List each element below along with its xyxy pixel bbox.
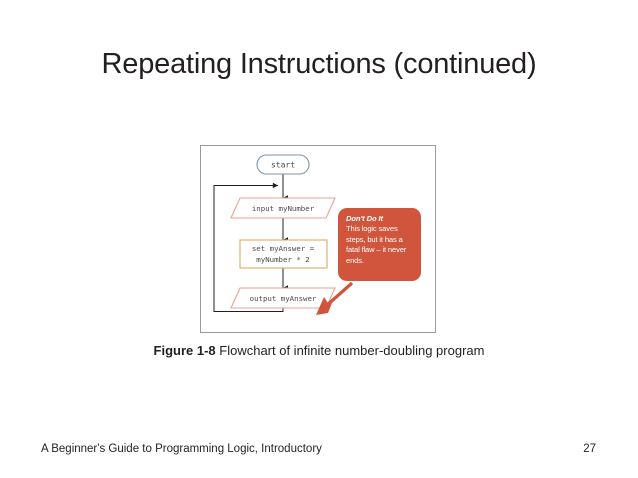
callout-line: This logic saves: [346, 224, 398, 233]
flowchart-node-process-label-line2: myNumber * 2: [256, 255, 309, 264]
callout-line: fatal flaw – it never: [346, 245, 407, 255]
flowchart-node-process: set myAnswer = myNumber * 2: [239, 239, 328, 269]
loop-back-connector: [213, 182, 283, 312]
flowchart-node-process-label-line1: set myAnswer =: [252, 244, 315, 253]
flowchart-node-output: output myAnswer: [230, 287, 336, 309]
callout-pointer-arrow: [316, 281, 354, 315]
callout-body: This logic saves steps, but it has a fat…: [346, 224, 414, 266]
flowchart-node-output-label: output myAnswer: [250, 294, 317, 303]
footer-page-number: 27: [583, 443, 596, 455]
figure-caption-text: Flowchart of infinite number-doubling pr…: [215, 343, 485, 358]
callout-box: Don't Do It This logic saves steps, but …: [338, 208, 421, 281]
callout-line: steps, but it has a: [346, 234, 403, 244]
flowchart-node-input: input myNumber: [230, 197, 336, 219]
callout-heading: Don't Do It: [346, 214, 383, 223]
page-title: Repeating Instructions (continued): [101, 48, 537, 80]
footer-book-title: A Beginner's Guide to Programming Logic,…: [41, 443, 322, 455]
callout-line: ends.: [346, 255, 364, 265]
figure-caption: Figure 1-8 Flowchart of infinite number-…: [0, 343, 638, 358]
flowchart-diagram: start input myNumber set myAnswer = myNu…: [213, 154, 354, 315]
figure-caption-label: Figure 1-8: [153, 343, 216, 358]
flowchart-node-input-label: input myNumber: [252, 204, 315, 213]
flowchart-node-start: start: [256, 154, 310, 175]
figure-container: start input myNumber set myAnswer = myNu…: [200, 145, 436, 333]
flowchart-node-start-label: start: [271, 161, 295, 170]
